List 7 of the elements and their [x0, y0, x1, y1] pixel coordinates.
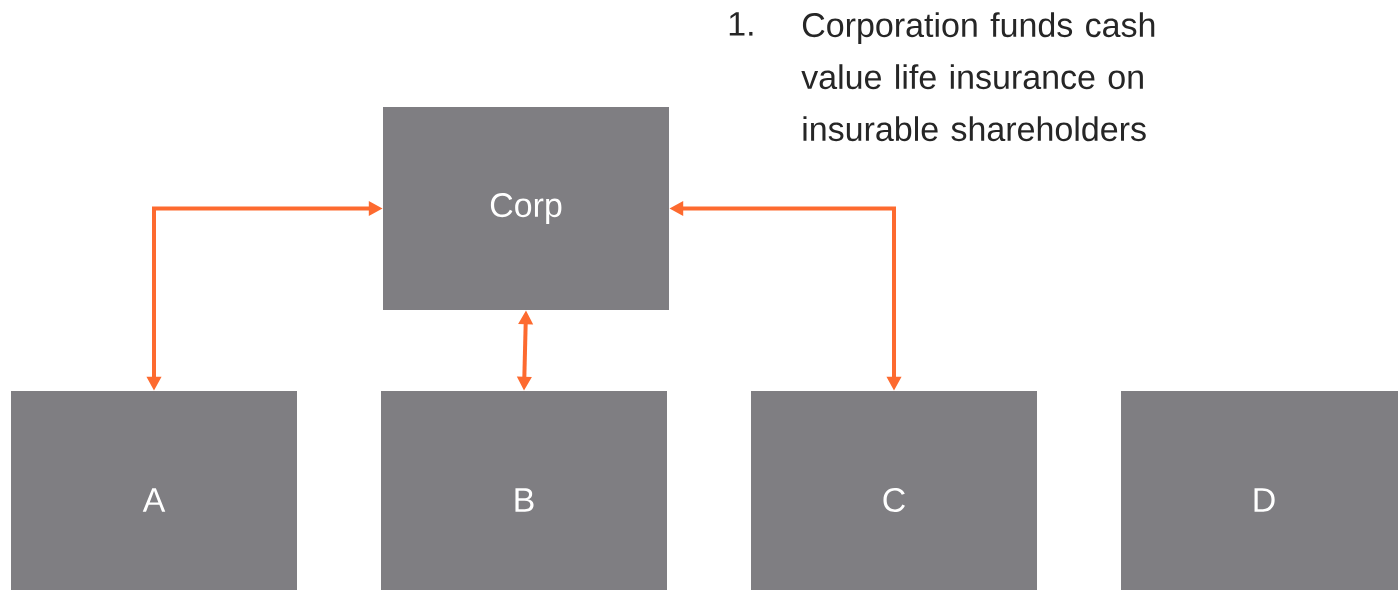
- process-box: B: [381, 391, 667, 590]
- process-box: C: [751, 391, 1037, 590]
- process-box: D: [1121, 391, 1398, 590]
- list-item: Corporation funds cash value life insurance on insurable shareholders: [801, 12, 1155, 142]
- process-box: Corp: [383, 107, 669, 310]
- list-number: 1.: [729, 12, 753, 36]
- process-box: A: [11, 391, 297, 590]
